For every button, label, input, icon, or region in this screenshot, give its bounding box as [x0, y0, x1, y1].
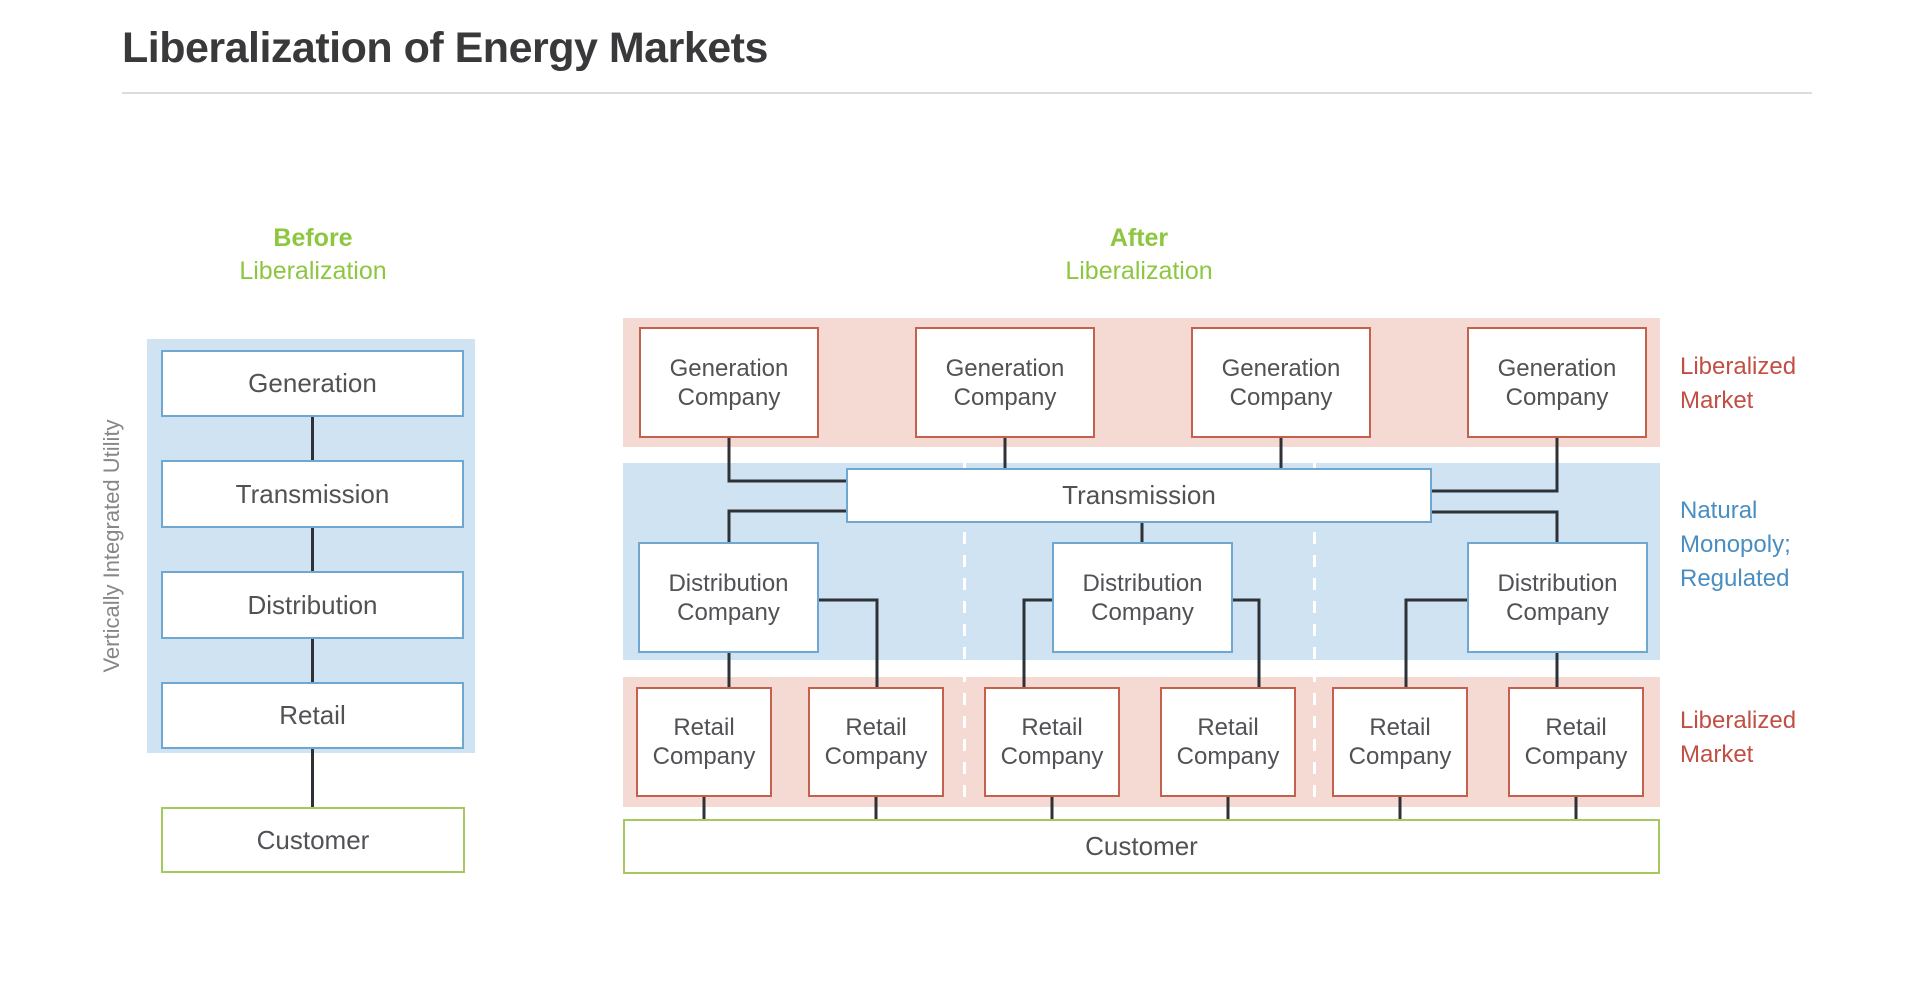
- retail-company-box: Retail Company: [808, 687, 944, 797]
- liberalized-market-label-top: Liberalized Market: [1680, 353, 1797, 414]
- retail-company-box: Retail Company: [1160, 687, 1296, 797]
- generation-company-box: Generation Company: [1467, 327, 1647, 438]
- vertically-integrated-utility-label: Vertically Integrated Utility: [99, 419, 124, 673]
- after-retail-band: [623, 677, 1660, 807]
- after-heading-rest: Liberalization: [1065, 257, 1213, 285]
- after-customer-box: Customer: [623, 819, 1660, 874]
- before-retail-box: Retail: [161, 682, 464, 749]
- before-customer-box: Customer: [161, 807, 465, 873]
- retail-company-box: Retail Company: [1332, 687, 1468, 797]
- title-divider: [122, 92, 1812, 94]
- before-generation-box: Generation: [161, 350, 464, 417]
- generation-company-box: Generation Company: [1191, 327, 1371, 438]
- before-distribution-box: Distribution: [161, 571, 464, 639]
- before-heading: Before Liberalization: [239, 222, 386, 288]
- page-title: Liberalization of Energy Markets: [122, 24, 768, 72]
- natural-monopoly-regulated-label: Natural Monopoly; Regulated: [1680, 497, 1791, 592]
- after-transmission-box: Transmission: [846, 468, 1432, 523]
- retail-company-box: Retail Company: [984, 687, 1120, 797]
- retail-company-box: Retail Company: [1508, 687, 1644, 797]
- distribution-company-box: Distribution Company: [638, 542, 819, 653]
- liberalized-market-label-bottom: Liberalized Market: [1680, 707, 1797, 768]
- before-transmission-box: Transmission: [161, 460, 464, 528]
- before-heading-bold: Before: [273, 224, 353, 252]
- distribution-company-box: Distribution Company: [1467, 542, 1648, 653]
- after-heading-bold: After: [1109, 224, 1169, 252]
- retail-company-box: Retail Company: [636, 687, 772, 797]
- generation-company-box: Generation Company: [639, 327, 819, 438]
- after-heading: After Liberalization: [1065, 222, 1212, 288]
- distribution-company-box: Distribution Company: [1052, 542, 1233, 653]
- generation-company-box: Generation Company: [915, 327, 1095, 438]
- before-heading-rest: Liberalization: [239, 257, 387, 285]
